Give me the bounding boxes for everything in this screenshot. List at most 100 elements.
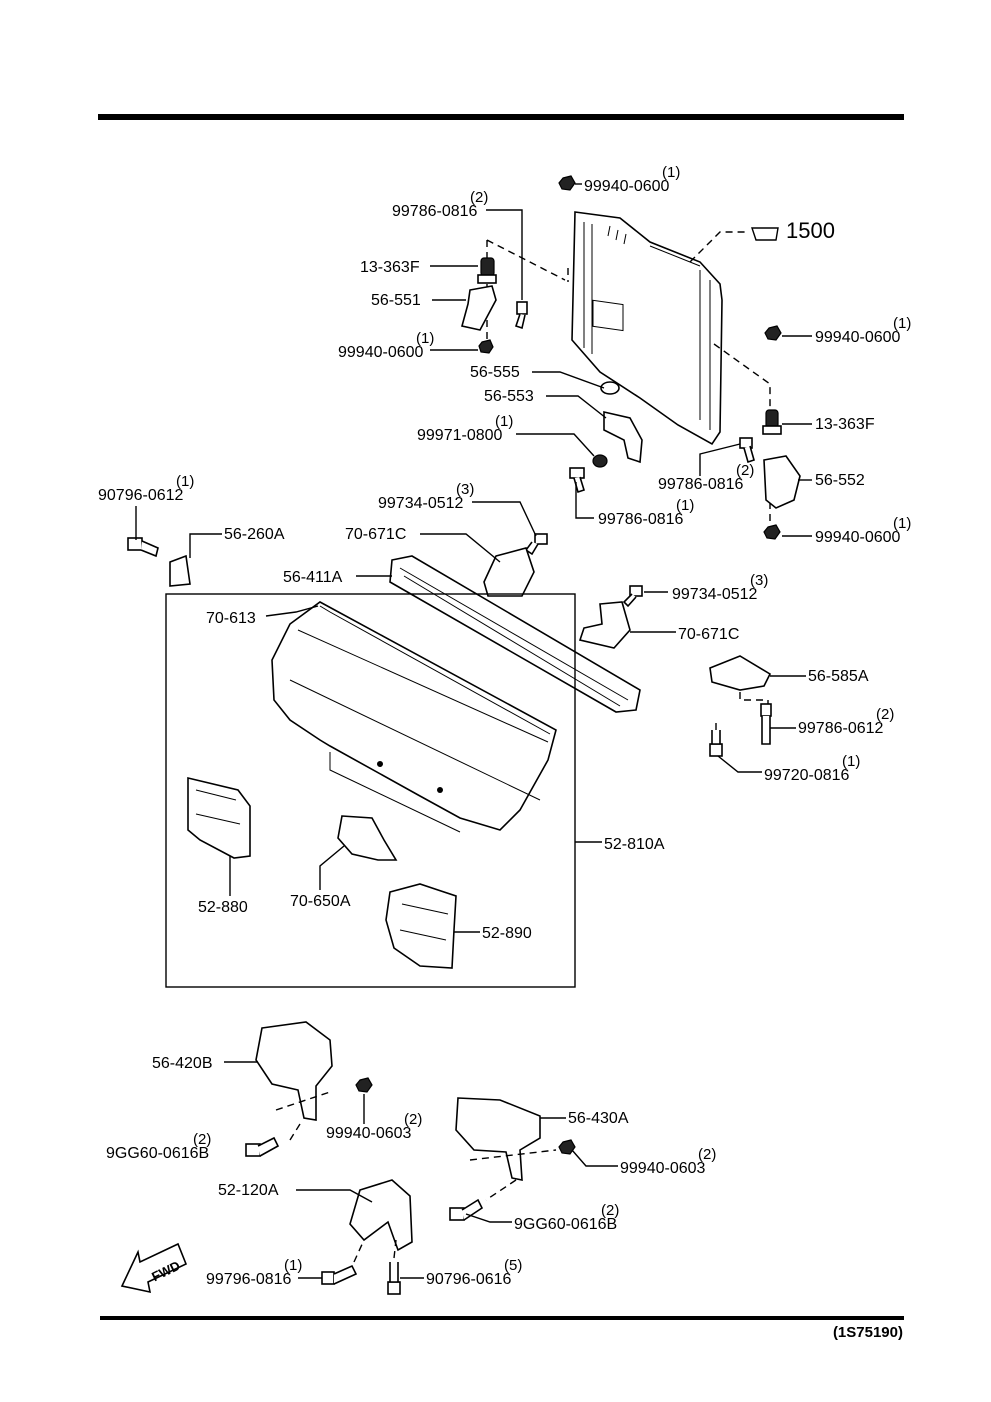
front-panel-assy — [271, 601, 557, 833]
bolt-icon — [321, 1264, 358, 1285]
callout-52-810A: 52-810A — [575, 836, 665, 853]
washer-icon — [600, 381, 620, 395]
callout-9GG60-0616B: 9GG60-0616B(2) — [106, 1131, 211, 1162]
leader-line — [486, 209, 523, 300]
bracket-56-420B — [255, 1021, 333, 1121]
part-number-label: 56-411A — [283, 569, 343, 586]
quantity-label: (1) — [893, 315, 911, 332]
part-number-label: 99786-0612 — [798, 720, 884, 737]
callout-70-650A: 70-650A — [290, 845, 351, 910]
part-number-label: 99734-0512 — [378, 495, 464, 512]
quantity-label: (5) — [504, 1257, 522, 1274]
top-rule — [98, 114, 904, 120]
nut-icon — [763, 524, 781, 540]
bottom-rule — [100, 1316, 904, 1320]
part-number-label: 56-551 — [371, 292, 421, 309]
callout-99796-0816: 99796-0816(1) — [206, 1257, 322, 1288]
part-number-label: 13-363F — [815, 416, 875, 433]
callout-56-555: 56-555 — [470, 364, 605, 389]
callout-99786-0816: 99786-0816(1) — [575, 482, 694, 528]
bolt-icon — [709, 730, 723, 757]
part-number-label: 13-363F — [360, 259, 420, 276]
callout-99940-0603: 99940-0603(2) — [571, 1146, 716, 1177]
part-number-label: 56-552 — [815, 472, 865, 489]
bracket-56-551 — [461, 285, 497, 331]
leader-line — [465, 1213, 512, 1223]
leader-line — [546, 395, 607, 419]
washer-icon — [592, 454, 608, 468]
quantity-label: (1) — [495, 413, 513, 430]
part-number-label: 99940-0603 — [326, 1125, 412, 1142]
part-number-label: 99940-0600 — [815, 329, 901, 346]
quantity-label: (1) — [893, 515, 911, 532]
bolt-icon — [387, 1262, 401, 1295]
leader-line — [571, 1149, 618, 1167]
callout-99786-0816: 99786-0816(2) — [392, 189, 523, 300]
bolt-icon — [524, 533, 548, 556]
leader-line — [575, 482, 594, 519]
leader-line — [717, 755, 762, 773]
leader-line — [472, 501, 537, 537]
bracket-70-671C-lower — [578, 601, 631, 649]
part-number-label: 52-810A — [604, 836, 665, 853]
callout-9GG60-0616B: 9GG60-0616B(2) — [465, 1202, 619, 1233]
nut-icon — [355, 1077, 373, 1093]
leader-line — [319, 845, 345, 890]
duct-52-880 — [187, 776, 251, 859]
part-number-label: 99734-0512 — [672, 586, 758, 603]
part-number-label: 56-430A — [568, 1110, 629, 1127]
callout-56-411A: 56-411A — [283, 569, 392, 586]
part-number-label: 99940-0603 — [620, 1160, 706, 1177]
part-number-label: 99786-0816 — [598, 511, 684, 528]
callout-56-553: 56-553 — [484, 388, 607, 419]
callout-99720-0816: 99720-0816(1) — [717, 753, 860, 784]
nut-icon — [558, 1139, 576, 1155]
bracket-56-585A — [709, 655, 772, 691]
tie-bar-56-411A — [389, 555, 641, 713]
callout-52-880: 52-880 — [198, 856, 248, 916]
bolt-icon — [569, 467, 585, 494]
part-number-label: 56-420B — [152, 1055, 213, 1072]
bolt-icon — [739, 437, 755, 464]
insulator-icon — [477, 257, 497, 284]
part-number-label: 9GG60-0616B — [514, 1216, 617, 1233]
duct-52-890 — [385, 883, 457, 969]
bolt-icon — [622, 585, 643, 608]
callout-99786-0816: 99786-0816(2) — [658, 443, 754, 493]
bracket-70-650A — [337, 815, 398, 861]
quantity-label: (2) — [876, 706, 894, 723]
callout-99940-0600: 99940-0600(1) — [575, 164, 680, 195]
leader-line — [699, 443, 741, 476]
callout-90796-0612: 90796-0612(1) — [98, 473, 194, 540]
part-number-label: 99796-0816 — [206, 1271, 292, 1288]
callout-70-671C: 70-671C — [345, 526, 501, 563]
callout-13-363F: 13-363F — [782, 416, 875, 433]
callout-56-551: 56-551 — [371, 292, 466, 309]
quantity-label: (1) — [662, 164, 680, 181]
quantity-label: (1) — [842, 753, 860, 770]
part-number-label: 56-260A — [224, 526, 285, 543]
part-number-label: 70-650A — [290, 893, 351, 910]
part-number-label: 90796-0616 — [426, 1271, 512, 1288]
part-number-label: 9GG60-0616B — [106, 1145, 209, 1162]
callout-99940-0600: 99940-0600(1) — [782, 315, 911, 346]
quantity-label: (2) — [404, 1111, 422, 1128]
quantity-label: (2) — [470, 189, 488, 206]
leader-line — [420, 533, 501, 563]
quantity-label: (1) — [176, 473, 194, 490]
quantity-label: (2) — [698, 1146, 716, 1163]
part-number-label: 90796-0612 — [98, 487, 184, 504]
bolt-icon — [760, 703, 772, 745]
quantity-label: (1) — [416, 330, 434, 347]
callout-56-585A: 56-585A — [770, 668, 869, 685]
part-number-label: 56-555 — [470, 364, 520, 381]
quantity-label: (2) — [736, 462, 754, 479]
forward-direction-arrow-icon: FWD — [120, 1242, 188, 1294]
callout-99940-0600: 99940-0600(1) — [338, 330, 478, 361]
radiator-ref-number: 1500 — [786, 218, 835, 243]
part-number-label: 52-120A — [218, 1182, 279, 1199]
part-number-label: 70-613 — [206, 610, 256, 627]
part-number-label: 56-585A — [808, 668, 869, 685]
leader-line — [516, 433, 595, 457]
